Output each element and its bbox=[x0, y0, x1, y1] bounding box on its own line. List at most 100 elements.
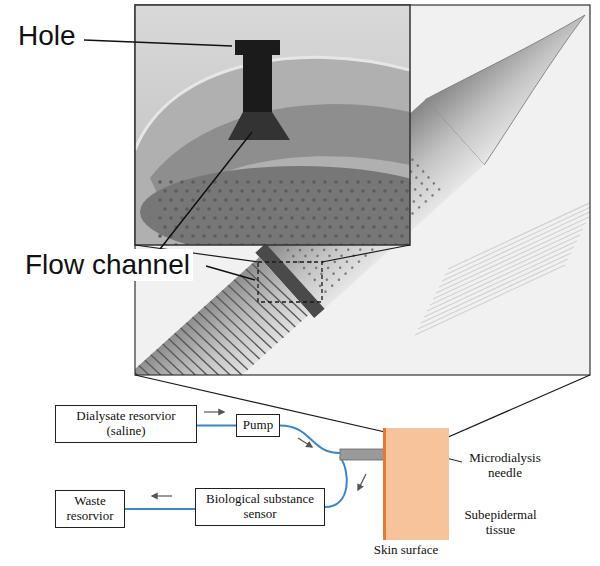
perforation-hole bbox=[413, 188, 417, 192]
surface-grain bbox=[218, 207, 222, 211]
surface-grain bbox=[356, 198, 360, 202]
inset-frame bbox=[135, 5, 410, 245]
perforation-hole bbox=[340, 254, 344, 258]
perforation-hole bbox=[416, 164, 420, 168]
photo-frame bbox=[135, 5, 590, 375]
surface-grain bbox=[295, 225, 299, 229]
laser-mark bbox=[439, 217, 589, 287]
surface-grain bbox=[213, 216, 217, 220]
surface-grain bbox=[246, 216, 250, 220]
surface-grain bbox=[268, 234, 272, 238]
surface-grain bbox=[339, 189, 343, 193]
surface-grain bbox=[235, 198, 239, 202]
surface-grain bbox=[356, 180, 360, 184]
surface-grain bbox=[279, 198, 283, 202]
surface-grain bbox=[306, 225, 310, 229]
perforation-hole bbox=[427, 176, 431, 180]
laser-mark bbox=[418, 259, 568, 329]
laser-mark bbox=[430, 235, 580, 305]
surface-grain bbox=[389, 180, 393, 184]
surface-grain bbox=[295, 207, 299, 211]
perforation-hole bbox=[334, 248, 338, 252]
surface-grain bbox=[191, 216, 195, 220]
surface-grain bbox=[345, 198, 349, 202]
laser-mark bbox=[448, 199, 590, 269]
thread-line bbox=[157, 345, 212, 375]
surface-grain bbox=[378, 216, 382, 220]
perforation-hole bbox=[286, 248, 290, 252]
surface-grain bbox=[273, 207, 277, 211]
perforation-hole bbox=[332, 272, 336, 276]
surface-grain bbox=[180, 234, 184, 238]
zoom-line bbox=[322, 245, 410, 262]
surface-grain bbox=[356, 216, 360, 220]
perforation-hole bbox=[411, 212, 415, 216]
surface-grain bbox=[240, 207, 244, 211]
surface-grain bbox=[202, 180, 206, 184]
perforation-hole bbox=[322, 248, 326, 252]
surface-grain bbox=[350, 207, 354, 211]
surface-grain bbox=[334, 216, 338, 220]
leader-line bbox=[160, 132, 252, 249]
surface-grain bbox=[218, 189, 222, 193]
surface-grain bbox=[158, 216, 162, 220]
surface-grain bbox=[339, 207, 343, 211]
surface-grain bbox=[279, 180, 283, 184]
thread-line bbox=[151, 351, 206, 375]
surface-grain bbox=[400, 198, 404, 202]
surface-grain bbox=[323, 234, 327, 238]
channel-texture bbox=[158, 180, 410, 245]
box-label: Biological substance sensor bbox=[200, 492, 320, 522]
zoom-line bbox=[430, 375, 590, 445]
surface-grain bbox=[290, 198, 294, 202]
thread-line bbox=[181, 324, 236, 375]
perforation-hole bbox=[324, 290, 328, 294]
perforation-hole bbox=[415, 176, 419, 180]
perforation-hole bbox=[302, 266, 306, 270]
flow-arrow bbox=[298, 438, 312, 447]
surface-grain bbox=[163, 189, 167, 193]
perforation-hole bbox=[328, 254, 332, 258]
surface-grain bbox=[323, 180, 327, 184]
perforation-hole bbox=[346, 248, 350, 252]
surface-grain bbox=[240, 225, 244, 229]
surface-grain bbox=[378, 180, 382, 184]
surface-grain bbox=[235, 216, 239, 220]
surface-grain bbox=[383, 207, 387, 211]
surface-grain bbox=[306, 189, 310, 193]
part-label: Skin surface bbox=[366, 543, 446, 558]
surface-grain bbox=[268, 198, 272, 202]
perforation-hole bbox=[411, 158, 415, 162]
surface-grain bbox=[339, 225, 343, 229]
surface-grain bbox=[345, 180, 349, 184]
surface-grain bbox=[196, 207, 200, 211]
perforation-hole bbox=[292, 254, 296, 258]
surface-grain bbox=[378, 198, 382, 202]
surface-grain bbox=[196, 189, 200, 193]
surface-grain bbox=[312, 216, 316, 220]
sensor-box: Biological substance sensor bbox=[195, 488, 325, 526]
surface-grain bbox=[317, 189, 321, 193]
perforation-hole bbox=[431, 194, 435, 198]
surface-grain bbox=[356, 234, 360, 238]
perforation-hole bbox=[326, 266, 330, 270]
perforation-hole bbox=[357, 260, 361, 264]
surface-grain bbox=[317, 207, 321, 211]
zoom-line bbox=[135, 245, 258, 262]
leader-line bbox=[84, 40, 232, 46]
surface-grain bbox=[405, 207, 409, 211]
leader-line bbox=[206, 266, 255, 280]
surface-grain bbox=[246, 198, 250, 202]
part-label: Microdialysis needle bbox=[460, 451, 550, 481]
perforation-hole bbox=[425, 188, 429, 192]
perforation-hole bbox=[419, 194, 423, 198]
perforation-hole bbox=[344, 272, 348, 276]
surface-grain bbox=[246, 180, 250, 184]
surface-grain bbox=[268, 216, 272, 220]
laser-mark bbox=[424, 247, 574, 317]
surface-grain bbox=[207, 189, 211, 193]
laser-mark bbox=[421, 253, 571, 323]
surface-grain bbox=[367, 234, 371, 238]
surface-grain bbox=[389, 198, 393, 202]
surface-grain bbox=[169, 180, 173, 184]
